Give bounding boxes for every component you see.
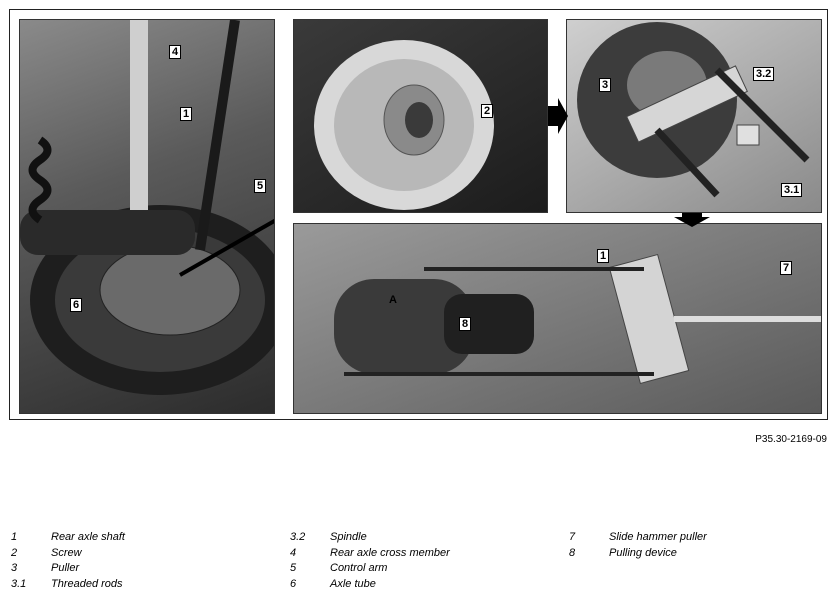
callout-3-1: 3.1 — [781, 183, 803, 197]
callout-2: 2 — [481, 104, 494, 118]
photo-rear-axle: 1 4 5 6 — [19, 19, 275, 414]
callout-1b: 1 — [597, 249, 610, 263]
callout-3-2: 3.2 — [753, 67, 775, 81]
arrow-right-icon — [548, 98, 568, 134]
callout-8: 8 — [459, 317, 472, 331]
photo-puller: 3 3.2 3.1 — [566, 19, 822, 213]
arrow-down-icon — [674, 213, 710, 227]
callout-1: 1 — [180, 107, 193, 121]
callout-a: A — [389, 294, 397, 306]
callout-7: 7 — [780, 261, 793, 275]
callout-3: 3 — [599, 78, 612, 92]
figure-id: P35.30-2169-09 — [755, 434, 827, 445]
pulling-device-illustration — [334, 253, 821, 385]
rear-axle-illustration — [20, 20, 274, 395]
photo-brake-drum: 2 — [293, 19, 548, 213]
photo-pulling-device: 1 7 8 A — [293, 223, 822, 414]
callout-5: 5 — [254, 179, 267, 193]
brake-drum-illustration — [314, 40, 494, 210]
figure-frame: 1 4 5 6 2 3 3.2 3.1 — [9, 9, 828, 420]
callout-6: 6 — [70, 298, 83, 312]
puller-illustration — [577, 22, 810, 198]
callout-4: 4 — [169, 45, 182, 59]
